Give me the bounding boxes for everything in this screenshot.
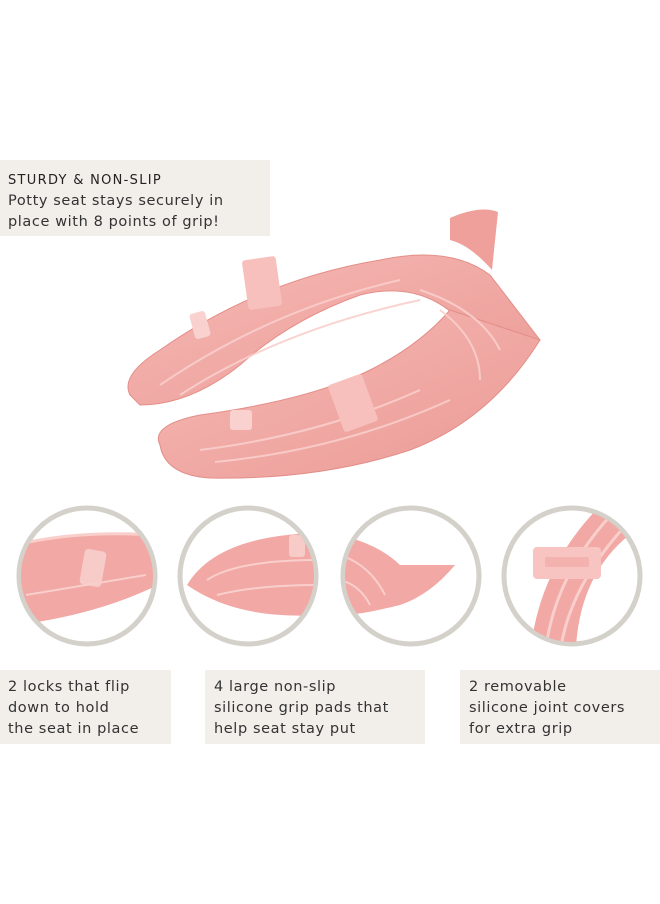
headline-panel: STURDY & NON-SLIP Potty seat stays secur… — [0, 160, 270, 236]
feature-locks-line-3: the seat in place — [8, 721, 140, 737]
joint-cover-detail-image — [501, 505, 643, 647]
grip-flap-detail-image — [340, 505, 482, 647]
feature-locks-line-1: 2 locks that flip — [8, 679, 130, 695]
feature-joint-covers-line-2: silicone joint covers — [469, 700, 626, 716]
feature-joint-covers-line-1: 2 removable — [469, 679, 567, 695]
feature-grip-pads-panel: 4 large non-slip silicone grip pads that… — [205, 670, 425, 744]
feature-joint-covers-panel: 2 removable silicone joint covers for ex… — [460, 670, 660, 744]
feature-grip-pads-line-3: help seat stay put — [214, 721, 356, 737]
feature-grip-pads-line-2: silicone grip pads that — [214, 700, 389, 716]
feature-grip-pads-line-1: 4 large non-slip — [214, 679, 337, 695]
grip-pad-detail-image — [177, 505, 319, 647]
headline-line-2: place with 8 points of grip! — [8, 214, 220, 230]
headline-line-1: Potty seat stays securely in — [8, 193, 224, 209]
feature-joint-covers-line-3: for extra grip — [469, 721, 573, 737]
lock-detail-image — [16, 505, 158, 647]
feature-locks-panel: 2 locks that flip down to hold the seat … — [0, 670, 171, 744]
potty-seat-image — [120, 200, 560, 490]
headline-title: STURDY & NON-SLIP — [8, 173, 163, 188]
feature-locks-line-2: down to hold — [8, 700, 110, 716]
